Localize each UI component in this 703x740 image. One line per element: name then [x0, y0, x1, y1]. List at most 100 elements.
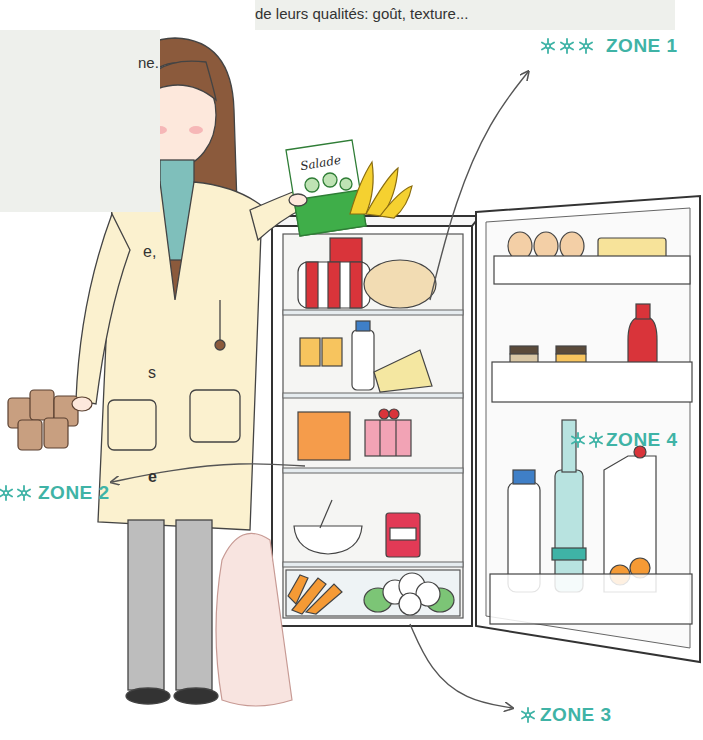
- text-panel: ne.: [0, 30, 160, 212]
- fridge-food-part: [386, 513, 420, 557]
- zone-label: ZONE 3: [540, 704, 612, 726]
- snowflake-icon: [580, 39, 592, 53]
- fridge-body: [272, 216, 480, 626]
- snowflake-center: [594, 438, 598, 442]
- fridge-food-part: [306, 584, 342, 614]
- leader-arrow: [430, 72, 528, 300]
- fridge-food-part: [374, 350, 432, 392]
- snowflake-center: [4, 491, 8, 495]
- snowflake-stroke: [580, 43, 592, 50]
- fridge-food-part: [300, 338, 320, 366]
- salad-bag-part: [289, 194, 307, 206]
- fridge-food-part: [350, 262, 362, 308]
- cropped-text: e: [148, 468, 157, 486]
- salad-bag-part: [286, 140, 366, 236]
- snowflake-stroke: [590, 437, 602, 444]
- snowflake-icon: [522, 708, 534, 722]
- zone-label: ZONE 2: [38, 482, 110, 504]
- woman-part: [76, 214, 130, 404]
- fridge-food-part: [320, 500, 332, 528]
- yogurt-cups-part: [72, 397, 92, 411]
- door-shelves-part: [604, 456, 656, 592]
- snowflake-icon: [18, 486, 30, 500]
- fridge-food-part: [288, 575, 308, 604]
- snowflake-icon: [542, 39, 554, 53]
- snowflake-center: [546, 44, 550, 48]
- woman-part: [176, 520, 212, 690]
- woman-part: [215, 340, 225, 350]
- snowflake-stroke: [580, 43, 592, 50]
- fridge-food-part: [399, 593, 421, 615]
- fridge-food-part: [389, 409, 399, 419]
- salad-bag: [286, 140, 366, 236]
- snowflake-stroke: [18, 490, 30, 497]
- fridge-food-part: [298, 412, 350, 460]
- snowflake-stroke: [572, 437, 584, 444]
- fridge-food-part: [352, 330, 374, 390]
- fridge-food-part: [390, 528, 416, 540]
- fridge-food: [288, 238, 454, 615]
- door-shelves-part: [490, 574, 692, 624]
- plastic-bag: [216, 533, 292, 706]
- fridge-body-part: [286, 570, 460, 616]
- fridge-food-part: [379, 409, 389, 419]
- panel-text: de leurs qualités: goût, texture...: [255, 5, 468, 22]
- snowflake-icon: [590, 433, 602, 447]
- fridge-food-part: [294, 526, 362, 554]
- leader-lines: [112, 72, 528, 708]
- door-shelves-part: [552, 548, 586, 560]
- fridge-food-part: [365, 420, 411, 456]
- fridge-door-part: [476, 196, 700, 662]
- yogurt-cups-part: [18, 420, 42, 450]
- fridge-food-part: [330, 238, 362, 264]
- yogurt-cups-part: [44, 418, 68, 448]
- woman-part: [219, 300, 220, 340]
- snowflake-stroke: [0, 490, 12, 497]
- fridge-door: [476, 196, 700, 662]
- cropped-text: s: [148, 364, 156, 382]
- snowflake-icon: [572, 433, 584, 447]
- zone-label: ZONE 4: [606, 429, 678, 451]
- snowflake-stroke: [572, 437, 584, 444]
- door-shelves-part: [492, 362, 692, 402]
- snowflake-center: [526, 713, 530, 717]
- snowflake-center: [565, 44, 569, 48]
- cropped-text: e,: [143, 243, 156, 261]
- fridge-body-part: [283, 234, 463, 618]
- salad-bag-part: [323, 173, 337, 187]
- salad-bag-part: [340, 178, 352, 190]
- salad-bag-part: [305, 178, 319, 192]
- panel-text: ne.: [138, 54, 159, 71]
- fridge-food-part: [298, 262, 370, 308]
- text-panel: de leurs qualités: goût, texture...: [255, 0, 675, 30]
- snowflake-stroke: [0, 490, 12, 497]
- snowflake-stroke: [561, 43, 573, 50]
- fridge-body-part: [283, 468, 463, 473]
- woman-part: [128, 520, 164, 690]
- fridge-food-part: [328, 262, 340, 308]
- fridge-food-part: [364, 260, 436, 308]
- woman-part: [108, 400, 156, 450]
- door-shelves-part: [510, 346, 538, 354]
- fridge-body-part: [283, 562, 463, 567]
- fridge-food-part: [356, 321, 370, 331]
- snowflake-icon: [0, 486, 12, 500]
- fridge-body-part: [283, 310, 463, 315]
- bananas-part: [380, 186, 412, 218]
- leader-arrow: [112, 464, 305, 482]
- door-shelves-part: [562, 420, 576, 472]
- fridge-body-part: [272, 226, 472, 626]
- fridge-food-part: [306, 262, 318, 308]
- fridge-food-part: [395, 420, 396, 456]
- snowflake-center: [584, 44, 588, 48]
- woman-part: [126, 688, 170, 704]
- snowflake-center: [22, 491, 26, 495]
- snowflake-stroke: [561, 43, 573, 50]
- plastic-bag-part: [216, 533, 292, 706]
- snowflake-stroke: [18, 490, 30, 497]
- woman-part: [190, 390, 240, 442]
- woman-part: [174, 688, 218, 704]
- door-shelves: [490, 232, 692, 624]
- leader-arrow: [410, 624, 512, 708]
